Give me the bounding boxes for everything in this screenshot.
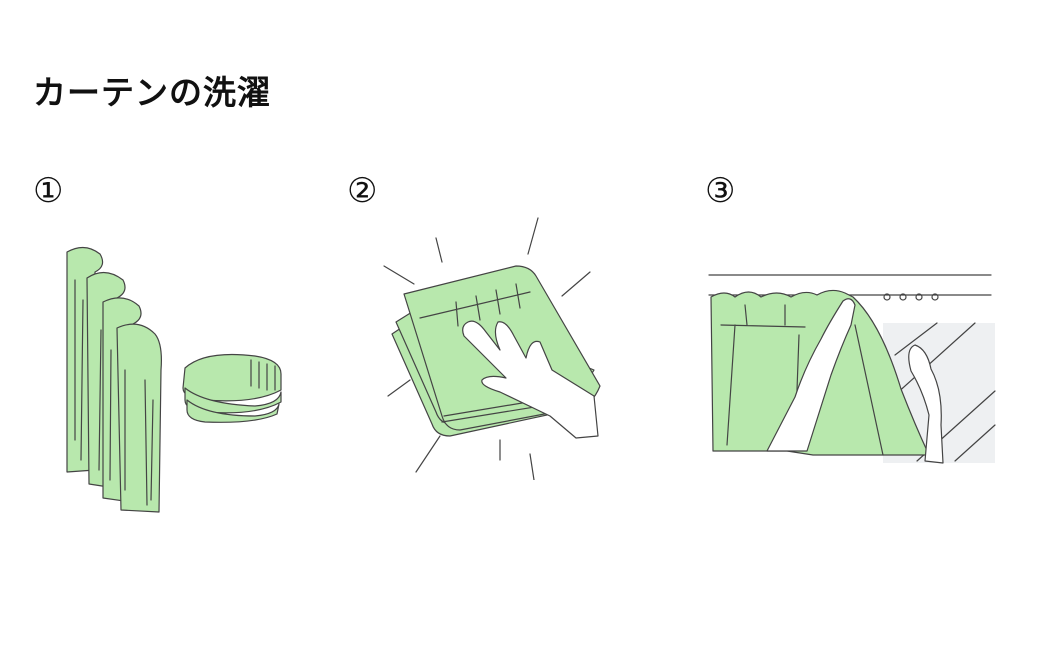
step-2-number: ② (347, 171, 378, 211)
curtain-folding-illustration (66, 246, 282, 513)
hanging-curtain-illustration (708, 274, 996, 464)
step-1-number: ① (33, 171, 64, 211)
pressing-curtain-illustration (383, 217, 601, 480)
step-3-number: ③ (705, 171, 736, 211)
page-title: カーテンの洗濯 (33, 73, 271, 112)
